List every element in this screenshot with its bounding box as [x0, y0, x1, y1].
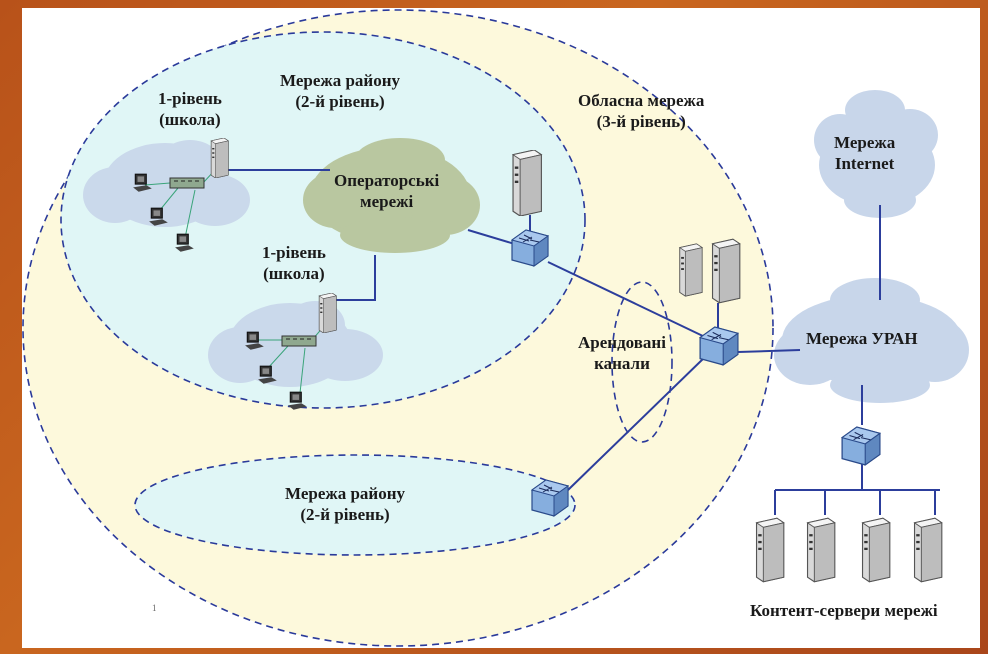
school-label-top: 1-рівень (школа) [158, 89, 222, 130]
content-server-icon [806, 517, 836, 583]
regional-network-label: Обласна мережа (3-й рівень) [578, 91, 705, 132]
school-cloud-top [83, 140, 250, 227]
district-network-area-bottom [134, 454, 576, 556]
school-server-icon [318, 293, 337, 333]
uran-cloud [774, 278, 969, 403]
operator-networks-label: Операторські мережі [334, 171, 440, 212]
regional-server-icon [711, 238, 741, 304]
district-label-bottom: Мережа району (2-й рівень) [285, 484, 405, 525]
uran-label: Мережа УРАН [806, 329, 918, 348]
internet-cloud [814, 90, 938, 218]
hub-bottom [281, 335, 317, 347]
leased-channels-label: Арендовані канали [578, 333, 666, 374]
internet-label: Мережа Internet [834, 133, 896, 174]
operator-cloud [303, 138, 480, 253]
uran-switch-icon [841, 426, 881, 466]
regional-server-icon [679, 243, 703, 297]
leased-channels-area [611, 281, 673, 443]
district-label-top: Мережа району (2-й рівень) [280, 71, 400, 112]
content-server-icon [755, 517, 785, 583]
network-links [225, 169, 940, 515]
content-server-icon [913, 517, 943, 583]
content-servers-label: Контент-сервери мережі [750, 601, 938, 620]
content-server-icon [861, 517, 891, 583]
page-mark: 1 [152, 603, 157, 613]
school-label-bottom: 1-рівень (школа) [262, 243, 326, 284]
district-server-icon [512, 150, 542, 216]
hub-top [169, 177, 205, 189]
school-server-icon [210, 138, 229, 178]
